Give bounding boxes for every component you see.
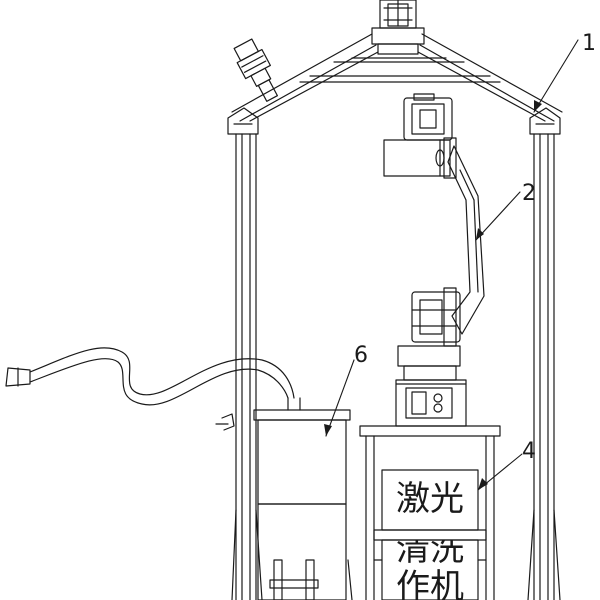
exhaust-valve xyxy=(233,38,278,102)
cabinet-text-line1: 激光 xyxy=(396,479,464,519)
cabinet-text-line2: 清洗 xyxy=(396,529,464,569)
part-label-1: 1 xyxy=(582,31,596,56)
leader-lines xyxy=(325,39,579,491)
left-column xyxy=(231,133,263,600)
arrowheads xyxy=(324,100,542,490)
robot-arm xyxy=(383,93,485,427)
cabinet-text-line3: 作机 xyxy=(396,567,464,600)
part-label-6: 6 xyxy=(354,343,368,368)
part-label-2: 2 xyxy=(522,181,536,206)
roof-frame xyxy=(227,0,563,135)
dust-collector xyxy=(215,397,353,600)
part-label-4: 4 xyxy=(522,439,536,464)
pedestal-cabinet xyxy=(359,425,501,600)
suction-hose xyxy=(5,347,295,406)
right-column xyxy=(527,133,561,600)
